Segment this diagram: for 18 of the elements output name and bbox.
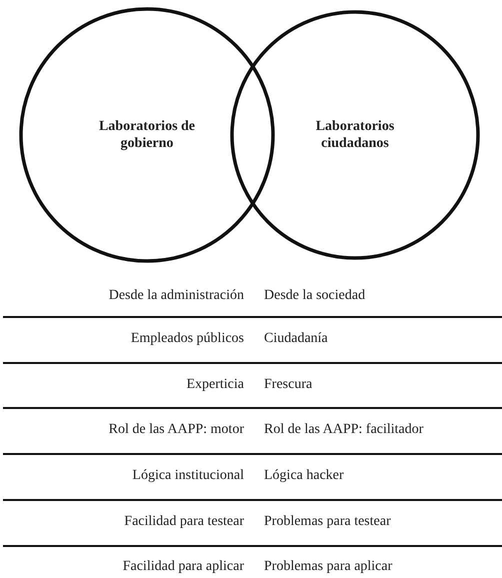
table-cell-left: Empleados públicos [130,330,244,348]
table-cell-right: Desde la sociedad [264,287,366,305]
circle-label: Laboratorios ciudadanos [314,118,396,152]
venn-circle [230,10,480,260]
table-cell-right: Problemas para aplicar [264,558,392,576]
table-cell-left: Rol de las AAPP: motor [108,421,244,439]
table-cell-right: Lógica hacker [264,467,344,485]
table-cell-left: Facilidad para testear [124,513,244,531]
table-cell-left: Facilidad para aplicar [122,558,244,576]
table-cell-left: Experticia [186,376,244,394]
table-cell-left: Desde la administración [108,287,244,305]
table-cell-right: Problemas para testear [264,513,391,531]
venn-circle [19,7,275,263]
table-cell-left: Lógica institucional [132,467,244,485]
circle-label: Laboratorios de gobierno [98,118,196,152]
table-cell-right: Frescura [264,376,312,394]
table-cell-right: Rol de las AAPP: facilitador [264,421,424,439]
table-cell-right: Ciudadanía [264,330,328,348]
